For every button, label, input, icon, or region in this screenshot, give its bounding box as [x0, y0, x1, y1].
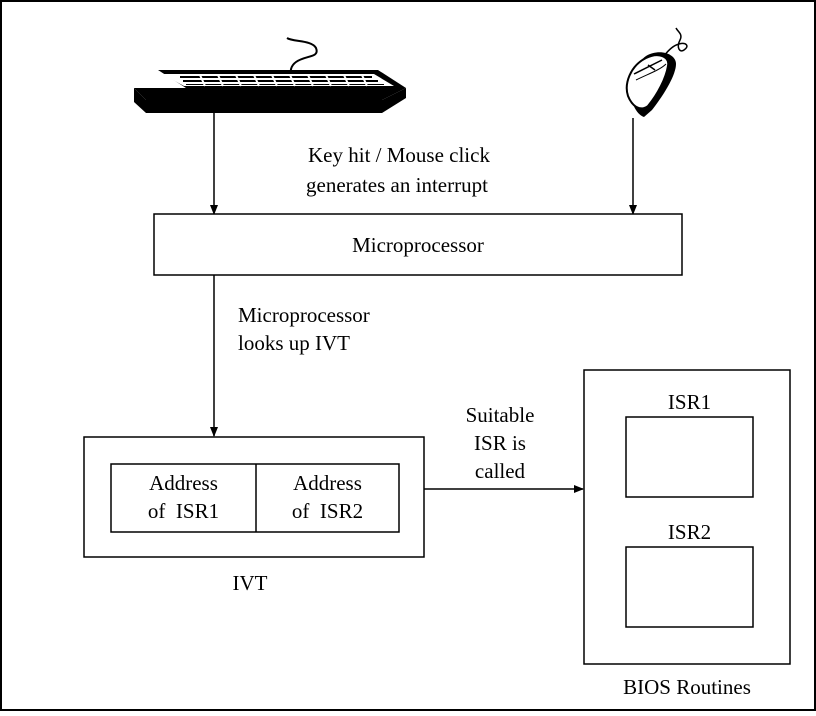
microprocessor-box: [153, 213, 683, 276]
ivt-label: IVT: [232, 571, 268, 595]
ivt-cell1-line2: of ISR1: [147, 499, 220, 523]
ivt-cell2-line1: Address: [293, 471, 362, 495]
interrupt-label-line1: Key hit / Mouse click: [308, 143, 490, 167]
lookup-label-line1: Microprocessor: [238, 303, 370, 327]
ivt-cell2-line2: of ISR2: [291, 499, 364, 523]
isr1-box: [625, 416, 754, 498]
interrupt-label-line2: generates an interrupt: [306, 173, 488, 197]
called-label-line3: called: [474, 459, 526, 483]
called-label-line2: ISR is: [474, 431, 526, 455]
keyboard-icon: [134, 37, 406, 113]
mouse-icon: [625, 27, 688, 118]
microprocessor-label: Microprocessor: [352, 233, 484, 257]
isr2-label: ISR2: [667, 520, 712, 544]
isr1-label: ISR1: [667, 390, 712, 414]
ivt-table: [110, 463, 400, 533]
lookup-label-line2: looks up IVT: [238, 331, 350, 355]
bios-label: BIOS Routines: [623, 675, 751, 699]
ivt-cell1-line1: Address: [149, 471, 218, 495]
isr2-box: [625, 546, 754, 628]
called-label-line1: Suitable: [465, 403, 535, 427]
